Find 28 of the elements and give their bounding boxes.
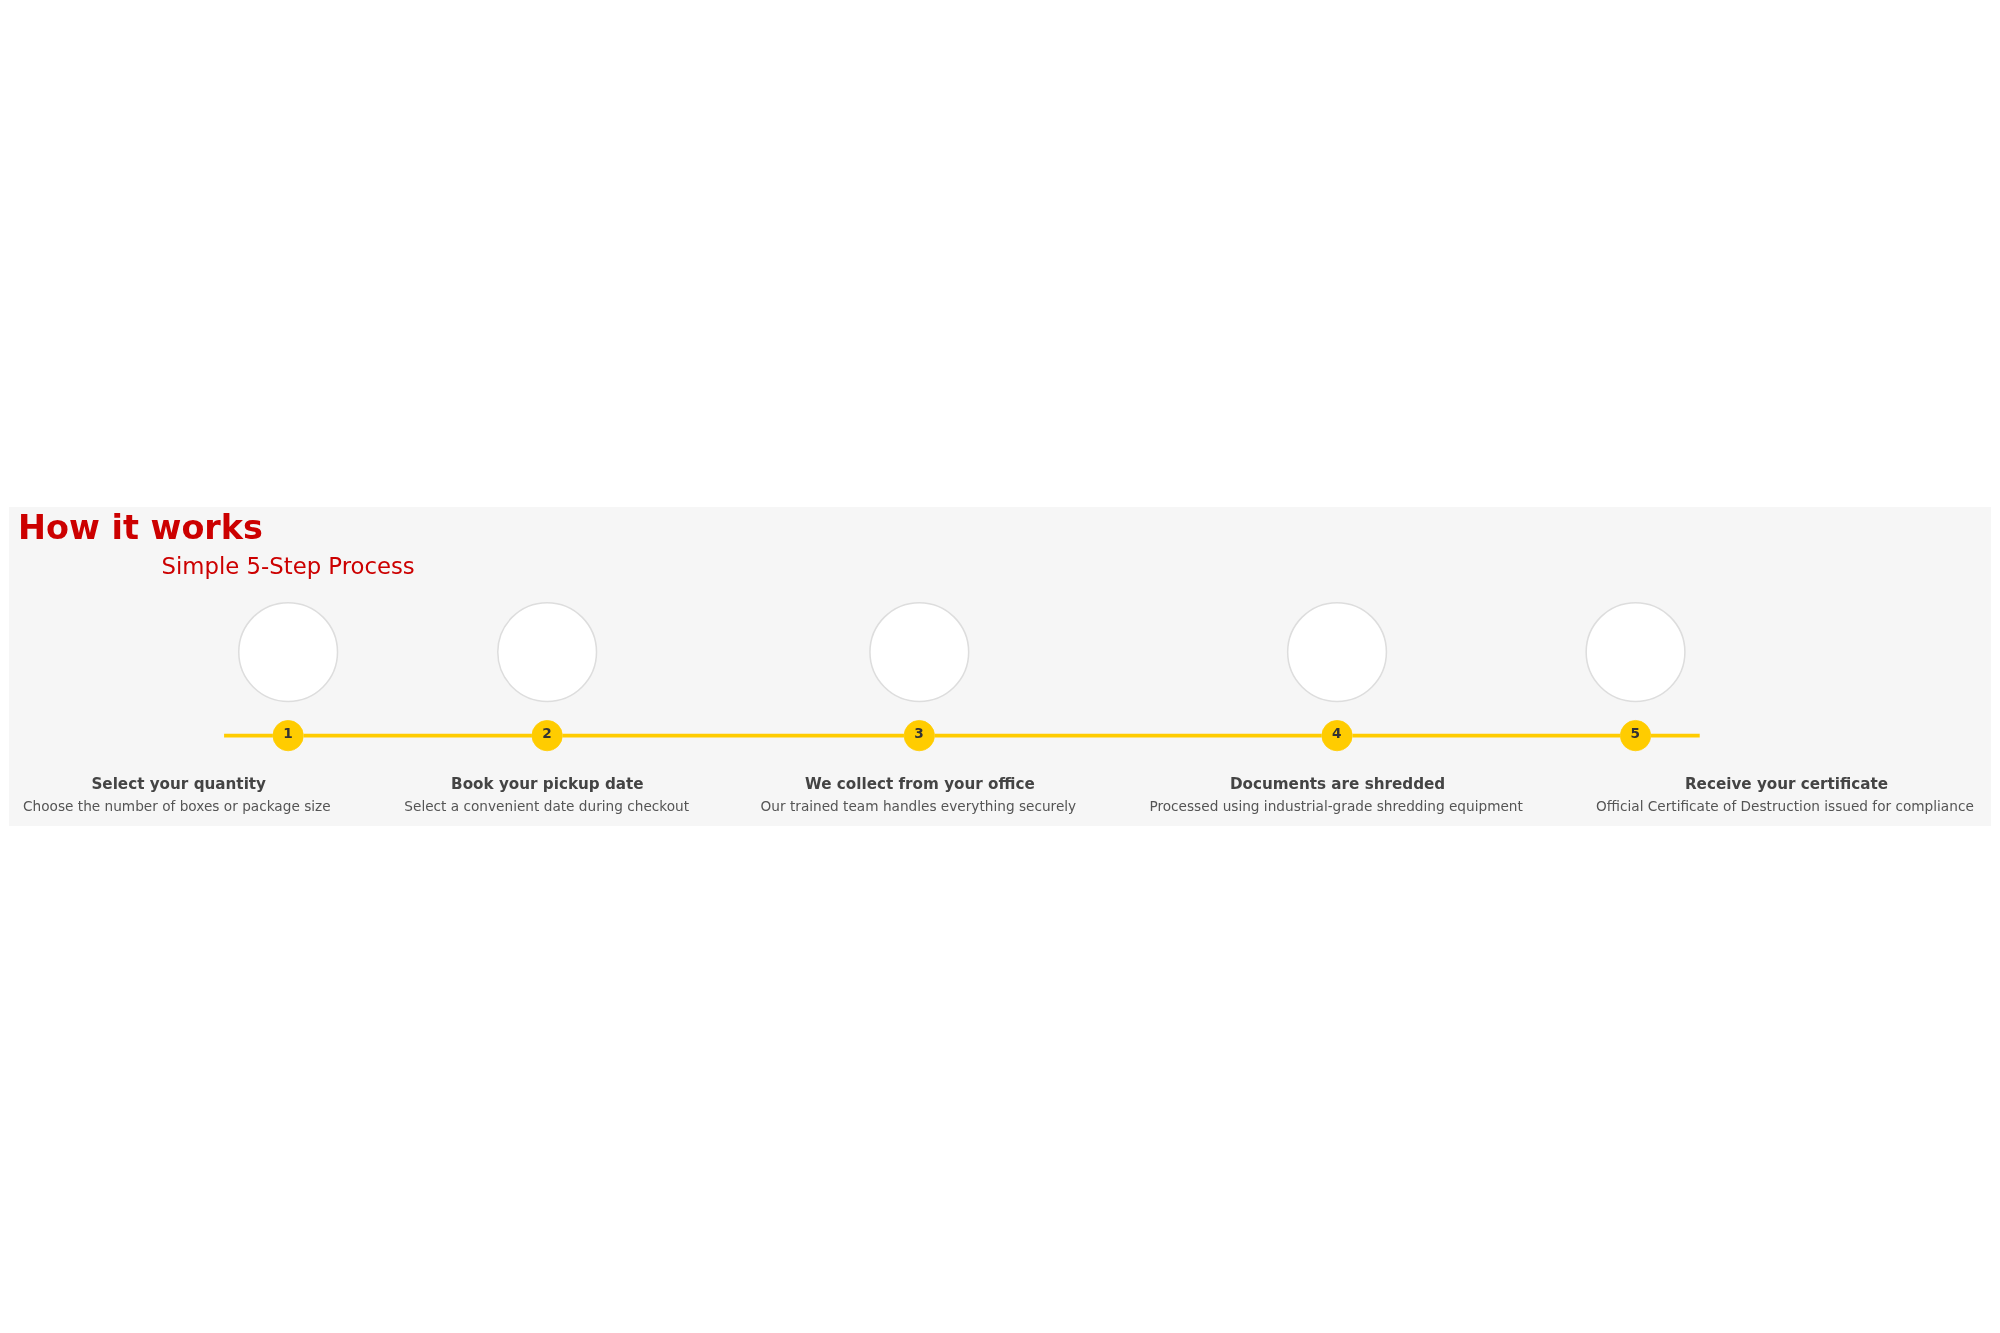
node-label: Book your pickup date: [451, 774, 644, 793]
label: Simple 5-Step Process: [161, 552, 415, 579]
node-label: Processed using industrial-grade shredding equipment: [1149, 798, 1523, 815]
connector: [303, 733, 532, 738]
node-label: Documents are shredded: [1229, 774, 1446, 793]
node-label: Our trained team handles everything securely: [760, 798, 1077, 815]
connector: [934, 733, 1322, 738]
node-label: Official Certificate of Destruction issued for compliance: [1596, 798, 1974, 815]
node-circle: 1: [272, 720, 304, 752]
node-circle: 4: [1321, 720, 1353, 752]
node-label: Select your quantity: [91, 774, 267, 793]
connector: [224, 733, 273, 738]
node-circle: 5: [1619, 720, 1652, 752]
node-label: Receive your certificate: [1684, 774, 1889, 793]
connector: [1352, 733, 1621, 738]
node-circle: 2: [531, 720, 563, 752]
node-label: Select a convenient date during checkout: [404, 798, 690, 815]
diagram-title: How it works: [18, 508, 263, 548]
node-circle: 3: [903, 720, 935, 752]
node-circle: [869, 601, 970, 703]
connector: [562, 733, 904, 738]
node-label: We collect from your office: [804, 774, 1035, 793]
node-circle: [497, 601, 598, 703]
connector: [1650, 733, 1700, 738]
node-circle: [238, 601, 339, 703]
node-circle: [1286, 601, 1388, 703]
node-circle: [1585, 601, 1686, 703]
node-label: Choose the number of boxes or package size: [23, 798, 331, 815]
